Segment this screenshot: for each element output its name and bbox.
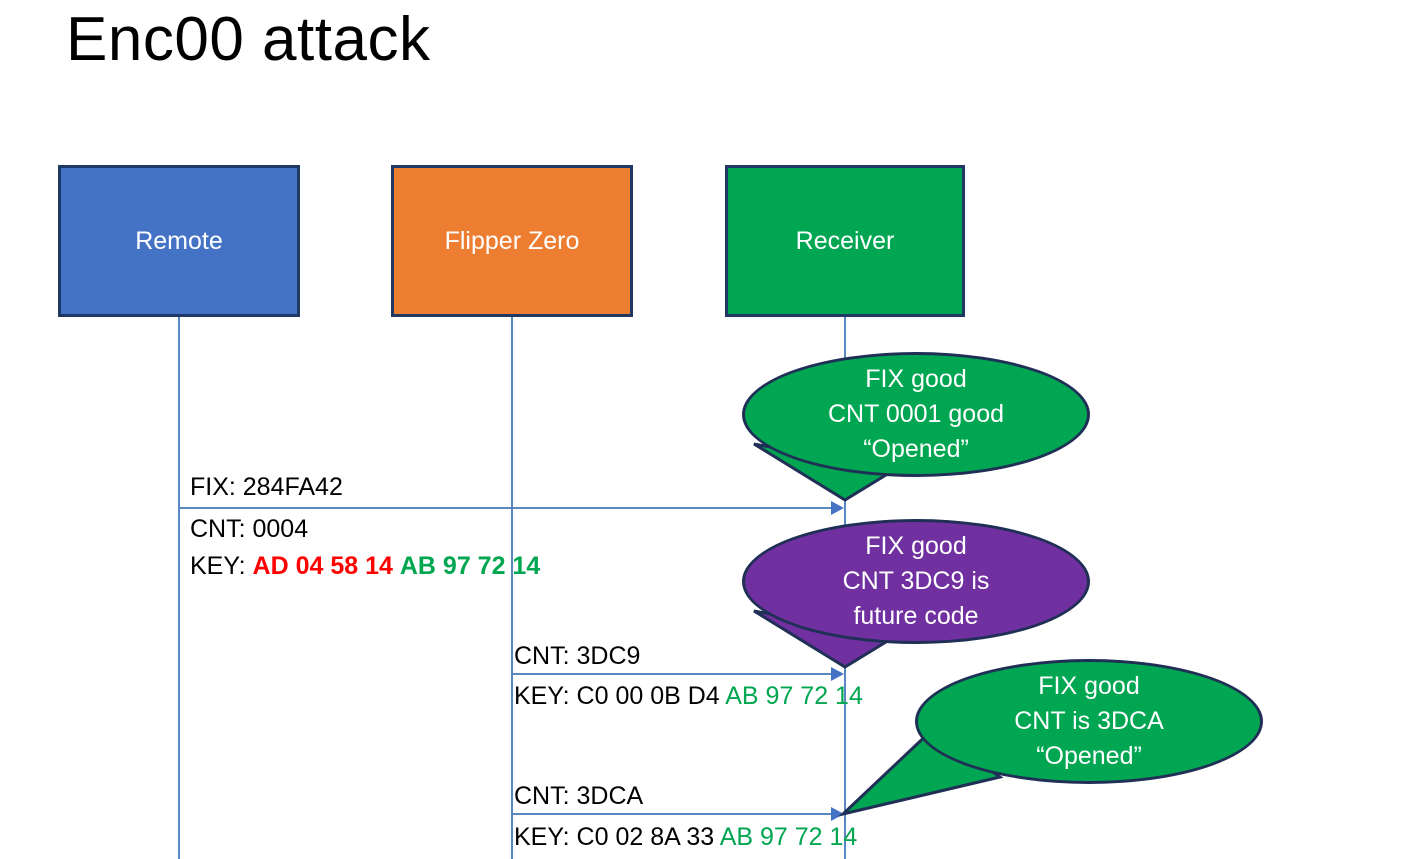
callout-line-3-1: FIX good [1038, 672, 1140, 700]
message-label-fix-1: FIX: 284FA42 [190, 473, 343, 501]
actor-box-receiver: Receiver [725, 165, 965, 317]
callout-line-1-1: FIX good [865, 365, 967, 393]
arrowhead-icon-1 [831, 501, 844, 515]
message-label-cnt-3: CNT: 3DCA [514, 782, 644, 810]
message-label-key-3: KEY: C0 02 8A 33 AB 97 72 14 [514, 820, 857, 854]
page-title: Enc00 attack [66, 5, 431, 74]
key-green-bytes-2: AB 97 72 14 [725, 682, 863, 710]
callout-bubble-3: FIX good CNT is 3DCA “Opened” [915, 659, 1263, 784]
callout-bubble-1: FIX good CNT 0001 good “Opened” [742, 352, 1090, 477]
lifeline-remote [178, 317, 180, 859]
callout-receiver-1: FIX good CNT 0001 good “Opened” [742, 352, 1090, 512]
arrowhead-icon-2 [831, 667, 844, 681]
actor-label-receiver: Receiver [795, 226, 895, 255]
arrowhead-icon-3 [831, 807, 844, 821]
callout-bubble-2: FIX good CNT 3DC9 is future code [742, 519, 1090, 644]
key-prefix-2: KEY: C0 00 0B D4 [514, 682, 726, 710]
callout-line-1-2: CNT 0001 good [827, 400, 1005, 428]
callout-line-1-3: “Opened” [863, 435, 969, 463]
message-label-key-1: KEY: AD 04 58 14 AB 97 72 14 [190, 549, 540, 583]
callout-line-2-2: CNT 3DC9 is [842, 567, 990, 595]
message-label-cnt-2: CNT: 3DC9 [514, 642, 641, 670]
message-arrow-2 [512, 673, 832, 675]
actor-label-remote: Remote [135, 226, 223, 255]
callout-line-3-3: “Opened” [1036, 742, 1142, 770]
actor-box-flipper: Flipper Zero [391, 165, 633, 317]
key-prefix-1: KEY: [190, 552, 253, 580]
key-space-1 [393, 552, 400, 580]
message-label-cnt-1: CNT: 0004 [190, 515, 309, 543]
callout-receiver-2: FIX good CNT 3DC9 is future code [742, 519, 1090, 679]
key-red-bytes-1: AD 04 58 14 [252, 552, 393, 580]
key-green-bytes-1: AB 97 72 14 [399, 552, 541, 580]
key-prefix-3: KEY: C0 02 8A 33 [514, 823, 720, 851]
message-arrow-1 [179, 507, 832, 509]
actor-label-flipper: Flipper Zero [444, 226, 580, 255]
actor-box-remote: Remote [58, 165, 300, 317]
lifeline-flipper [511, 317, 513, 859]
callout-line-3-2: CNT is 3DCA [1014, 707, 1164, 735]
callout-line-2-1: FIX good [865, 532, 967, 560]
message-label-key-2: KEY: C0 00 0B D4 AB 97 72 14 [514, 679, 863, 713]
key-green-bytes-3: AB 97 72 14 [719, 823, 858, 851]
callout-line-2-3: future code [853, 602, 979, 630]
message-arrow-3 [512, 813, 832, 815]
callout-receiver-3: FIX good CNT is 3DCA “Opened” [837, 659, 1263, 819]
